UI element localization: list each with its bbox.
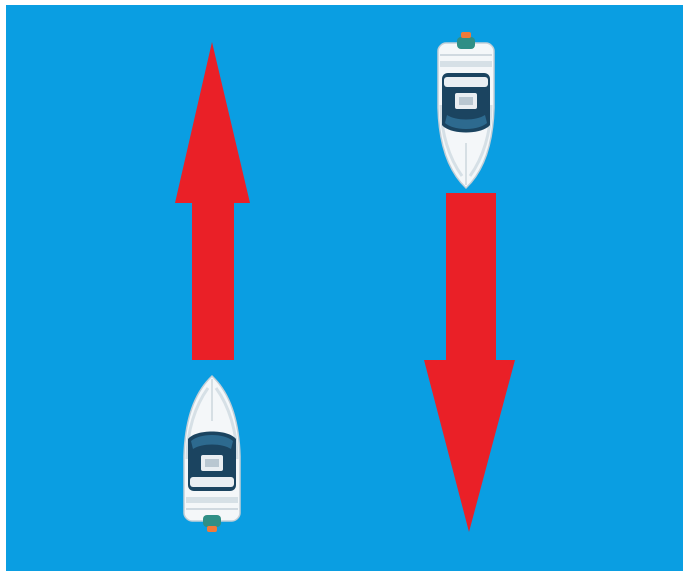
water-background — [6, 5, 683, 571]
